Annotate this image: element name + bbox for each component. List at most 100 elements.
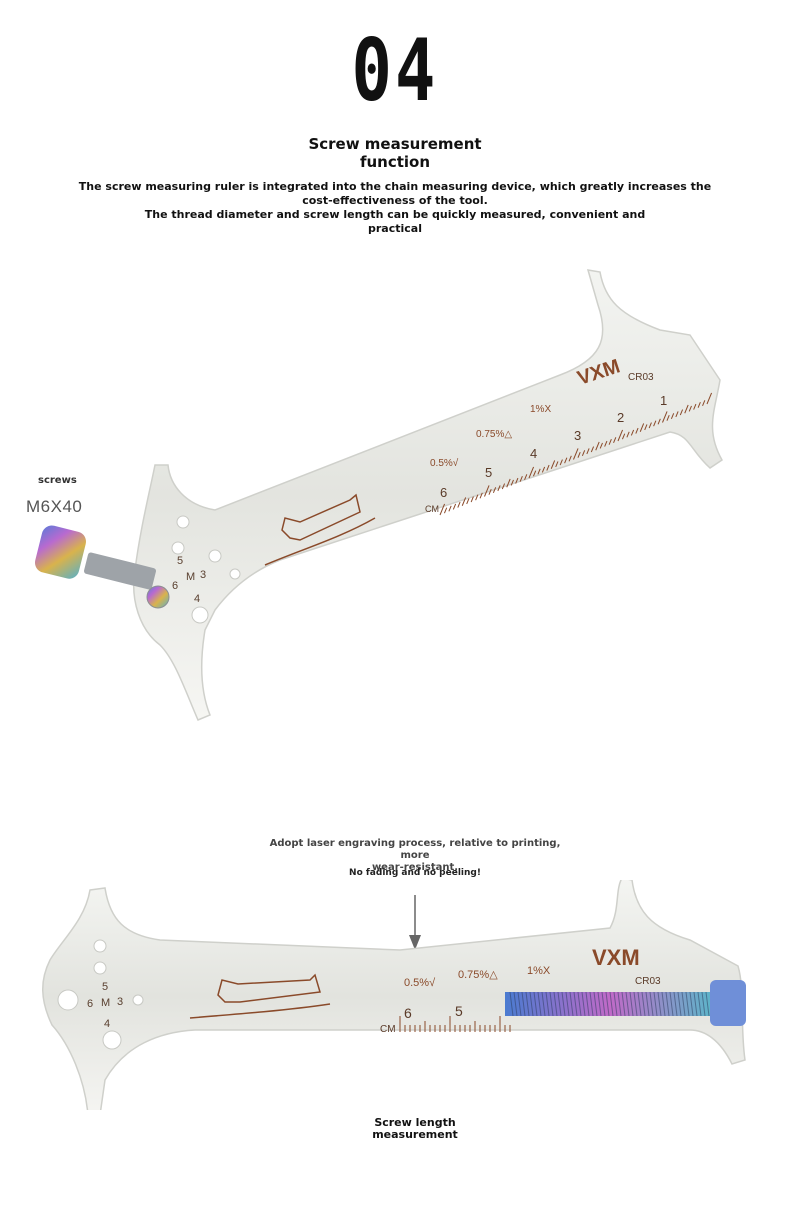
thread-line: [685, 991, 690, 1017]
thread-line: [653, 991, 658, 1017]
hole-label-6-top: 6: [172, 580, 178, 592]
ruler-tick: [443, 507, 448, 514]
thread-line: [637, 991, 642, 1017]
ruler-tick: [448, 505, 452, 512]
thread-line: [693, 991, 698, 1017]
ruler-tick: [475, 494, 479, 501]
hole-label-5-bottom: 5: [102, 981, 108, 993]
scale-num-3-top: 3: [574, 428, 581, 443]
ruler-tick: [452, 503, 457, 510]
wear-05-top: 0.5%√: [430, 457, 459, 469]
ruler-tick: [488, 488, 492, 495]
ruler-tick: [679, 409, 684, 416]
ruler-tick: [595, 441, 600, 451]
ruler-tick: [524, 474, 528, 481]
hole-label-4-top: 4: [194, 593, 200, 605]
ruler-tick: [599, 442, 603, 449]
scale-num-6-top: 6: [440, 485, 447, 500]
ruler-tick: [559, 459, 563, 466]
ruler-tick: [684, 404, 689, 414]
thread-line: [645, 991, 650, 1017]
ruler-tick: [555, 461, 559, 468]
brand-logo-bottom: VXM: [592, 945, 640, 970]
ruler-tick: [613, 437, 617, 444]
tool-holes-top: [171, 515, 241, 624]
ruler-tick: [577, 451, 581, 458]
caption-screw-length: Screw length measurement: [330, 1117, 500, 1141]
thread-line: [661, 991, 666, 1017]
ruler-tick: [466, 498, 470, 505]
thread-line: [573, 991, 578, 1017]
ruler-tick: [688, 405, 692, 412]
thread-line: [665, 991, 670, 1017]
ruler-tick: [497, 485, 501, 492]
ruler-tick: [479, 492, 483, 499]
desc-line-2: cost-effectiveness of the tool.: [302, 194, 488, 207]
ruler-tick: [666, 414, 670, 421]
thread-line: [541, 991, 546, 1017]
thread-line: [565, 991, 570, 1017]
thread-line: [605, 991, 610, 1017]
ruler-tick: [546, 464, 550, 471]
thread-line: [613, 991, 618, 1017]
screw-bottom: [505, 980, 746, 1026]
ruler-tick: [541, 466, 546, 473]
ruler-tick: [697, 401, 701, 408]
chain-engraving-bottom: [189, 973, 331, 1019]
no-fading-note: No fading and no peeling!: [349, 868, 481, 878]
thread-line: [609, 991, 614, 1017]
scale-num-1-top: 1: [660, 393, 667, 408]
chain-engraving-top: [264, 493, 376, 566]
hole-label-m-top: M: [186, 571, 195, 583]
ruler-tick: [702, 400, 706, 407]
thread-line: [657, 991, 662, 1017]
title-line-1: Screw measurement: [308, 135, 482, 153]
thread-line: [529, 991, 534, 1017]
title-line-2: function: [359, 153, 431, 171]
thread-line: [629, 991, 634, 1017]
section-title: Screw measurement function: [195, 135, 595, 171]
ruler-tick: [470, 496, 474, 503]
section-number: 04: [351, 21, 439, 121]
ruler-tick: [639, 423, 645, 432]
wear-075-bottom: 0.75%△: [458, 969, 498, 981]
thread-line: [549, 991, 554, 1017]
engraving-note: Adopt laser engraving process, relative …: [255, 838, 575, 874]
arrow-head-icon: [409, 935, 421, 950]
hole-label-6-bottom: 6: [87, 998, 93, 1010]
thread-line: [585, 991, 590, 1017]
thread-line: [589, 991, 594, 1017]
thread-line: [517, 991, 522, 1017]
model-label-bottom: CR03: [635, 976, 661, 987]
ruler-tick: [644, 424, 648, 431]
thread-line: [677, 991, 682, 1017]
engraving-note-line-1: Adopt laser engraving process, relative …: [269, 838, 561, 861]
ruler-tick: [550, 460, 556, 469]
caption-line-1: Screw length: [374, 1116, 456, 1129]
thread-line: [593, 991, 598, 1017]
tool-image-top: 5 6 M 3 4 6 5 4 3 2 1 CM 0.5%√ 0.75%△ 1%…: [34, 269, 723, 721]
ruler-tick: [617, 429, 624, 442]
scale-num-2-top: 2: [617, 410, 624, 425]
ruler-tick: [506, 478, 511, 488]
ruler-tick: [670, 413, 675, 419]
thread-line: [577, 991, 582, 1017]
ruler-tick: [693, 403, 697, 410]
ruler-tick: [590, 446, 595, 453]
ruler-tick: [706, 392, 713, 405]
thread-line: [513, 991, 518, 1017]
ruler-ticks-bottom: [399, 1016, 511, 1032]
tool-body-top: [133, 269, 723, 721]
ruler-tick: [662, 411, 668, 423]
thread-line: [617, 991, 622, 1017]
thread-line: [625, 991, 630, 1017]
ruler-tick: [515, 477, 519, 484]
screws-label: screws: [38, 475, 77, 486]
thread-line: [521, 991, 526, 1017]
hole-label-5-top: 5: [177, 555, 183, 567]
ruler-ticks-top: [439, 392, 713, 516]
ruler-tick: [439, 503, 446, 516]
ruler-tick: [532, 470, 537, 477]
thread-line: [681, 991, 686, 1017]
ruler-tick: [608, 438, 612, 445]
